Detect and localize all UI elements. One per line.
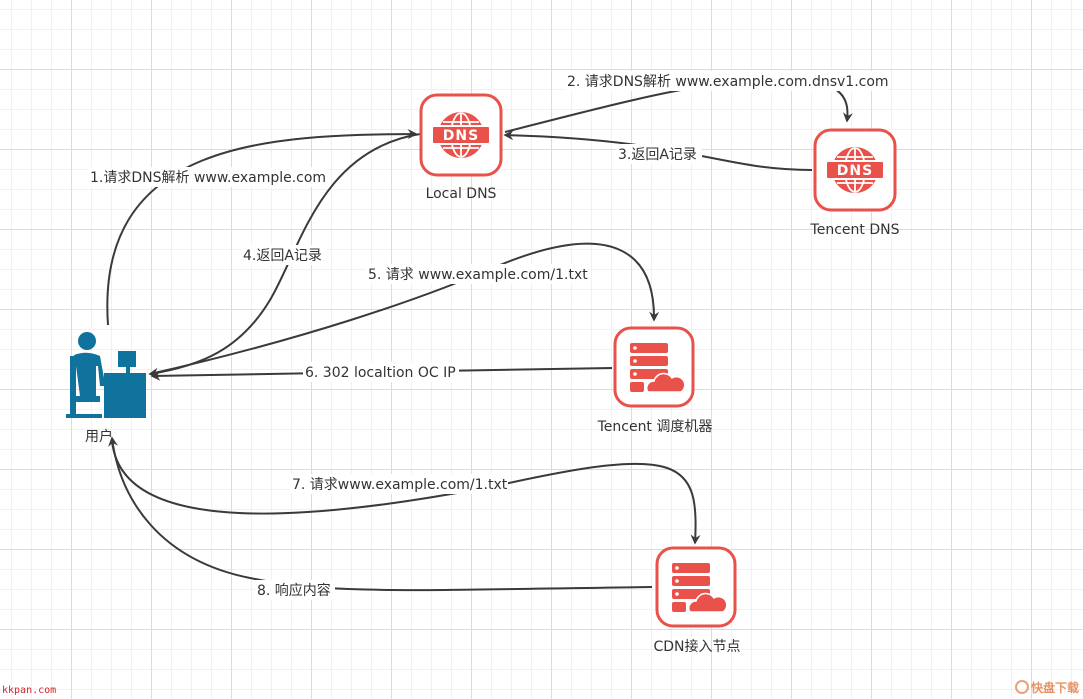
- local-dns-node: DNS Local DNS: [419, 93, 503, 202]
- watermark-left: kkpan.com: [2, 685, 56, 696]
- edge-1-label: 1.请求DNS解析 www.example.com: [90, 170, 326, 186]
- server-cloud-icon: [613, 326, 695, 408]
- tencent-dns-node: DNS Tencent DNS: [810, 128, 900, 238]
- cdn-node-label: CDN接入节点: [653, 638, 740, 655]
- dns-icon-text: DNS: [837, 163, 873, 179]
- edge-8-label: 8. 响应内容: [257, 582, 331, 599]
- tencent-dns-label: Tencent DNS: [810, 222, 900, 238]
- edge-4-local-dns-to-user: [148, 133, 421, 378]
- server-cloud-icon: [655, 546, 737, 628]
- user-label: 用户: [85, 428, 113, 445]
- watermark-right: 快盘下载: [1015, 680, 1079, 695]
- edge-4-label: 4.返回A记录: [243, 248, 322, 264]
- scheduler-node: Tencent 调度机器: [597, 326, 713, 435]
- scheduler-label: Tencent 调度机器: [597, 419, 713, 435]
- local-dns-label: Local DNS: [426, 186, 497, 202]
- user-node: 用户: [66, 332, 146, 445]
- user-at-computer-icon: [66, 332, 146, 418]
- edge-7-label: 7. 请求www.example.com/1.txt: [292, 477, 508, 493]
- edge-3-label: 3.返回A记录: [618, 147, 697, 163]
- edge-5-user-to-scheduler: [149, 242, 660, 375]
- edge-6-label: 6. 302 localtion OC IP: [305, 365, 456, 381]
- dns-icon-text: DNS: [443, 128, 479, 144]
- edge-8-cdn-to-user: [108, 436, 653, 592]
- cdn-node: CDN接入节点: [653, 546, 741, 655]
- dns-icon: DNS: [813, 128, 897, 212]
- dns-icon: DNS: [419, 93, 503, 177]
- edge-1-user-to-local-dns: [106, 129, 418, 326]
- edge-2-label: 2. 请求DNS解析 www.example.com.dnsv1.com: [567, 74, 889, 90]
- edge-5-label: 5. 请求 www.example.com/1.txt: [368, 267, 588, 283]
- watermark-right-text: 快盘下载: [1031, 680, 1079, 695]
